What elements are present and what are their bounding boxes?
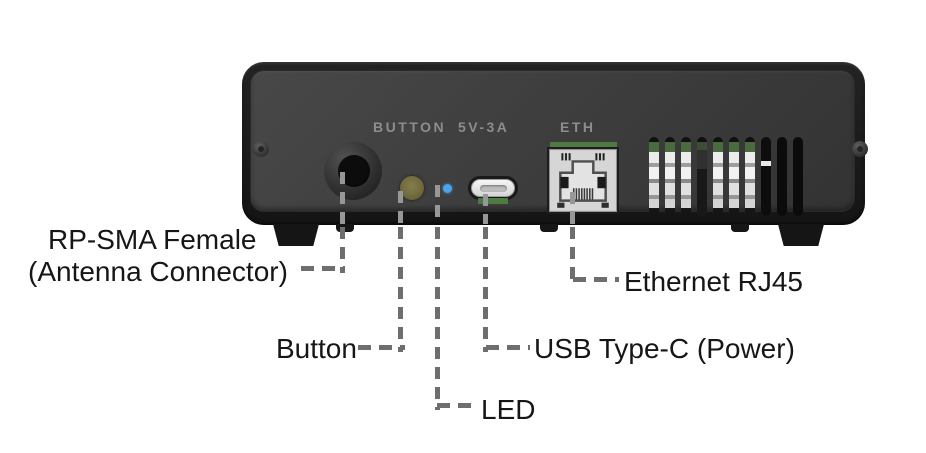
vent-slot <box>777 137 787 216</box>
leader-line-button <box>398 227 403 352</box>
leader-line-led <box>437 403 476 408</box>
rp-sma-antenna-connector <box>324 142 382 200</box>
leader-line-button <box>398 191 403 224</box>
leader-line-antenna <box>340 172 345 224</box>
label-antenna-line2: (Antenna Connector) <box>28 256 288 287</box>
vent-slot <box>697 137 707 216</box>
usb-pcb-edge <box>478 198 508 204</box>
screw-right-icon <box>852 141 868 157</box>
label-ethernet: Ethernet RJ45 <box>624 266 803 297</box>
vent-slot <box>649 137 659 216</box>
vent-slot <box>713 137 723 216</box>
label-button: Button <box>276 333 357 364</box>
leader-line-led <box>435 227 440 410</box>
leader-line-usb <box>483 227 488 352</box>
vent-slot <box>729 137 739 216</box>
rubber-foot-right <box>777 224 825 246</box>
label-antenna-line1: RP-SMA Female <box>48 224 257 255</box>
ventilation-grille <box>649 137 809 216</box>
leader-line-ethernet <box>570 192 575 224</box>
panel-marking-eth: ETH <box>560 119 596 135</box>
ethernet-pcb-edge <box>550 142 617 149</box>
leader-line-antenna <box>340 227 345 273</box>
mount-tab <box>540 224 558 232</box>
label-usb: USB Type-C (Power) <box>534 333 795 364</box>
usb-c-slot <box>480 185 507 192</box>
usb-c-port <box>471 179 515 197</box>
leader-line-ethernet <box>570 227 575 285</box>
screw-left-icon <box>253 141 269 157</box>
ethernet-rj45-port <box>549 149 617 212</box>
vent-slot <box>745 137 755 216</box>
leader-line-button <box>358 345 405 350</box>
vent-slot <box>793 137 803 216</box>
leader-line-ethernet <box>573 277 619 282</box>
vent-slot <box>681 137 691 216</box>
label-antenna: RP-SMA Female (Antenna Connector) <box>28 224 288 288</box>
mount-tab <box>731 224 749 232</box>
device-rear-panel: BUTTON 5V-3A ETH <box>242 62 868 246</box>
leader-line-usb <box>483 194 488 224</box>
status-led <box>443 184 452 193</box>
rj45-socket-drawing <box>549 149 617 212</box>
leader-line-usb <box>486 345 530 350</box>
vent-slot <box>761 137 771 216</box>
device-faceplate: BUTTON 5V-3A ETH <box>250 70 868 216</box>
rubber-foot-left <box>272 224 320 246</box>
leader-line-led <box>435 185 440 224</box>
vent-slot <box>665 137 675 216</box>
mount-tab <box>336 224 354 232</box>
label-led: LED <box>481 394 536 425</box>
panel-marking-button: BUTTON <box>373 119 447 135</box>
panel-marking-power: 5V-3A <box>458 119 510 135</box>
hardware-button <box>400 176 424 200</box>
leader-line-antenna <box>301 266 345 271</box>
